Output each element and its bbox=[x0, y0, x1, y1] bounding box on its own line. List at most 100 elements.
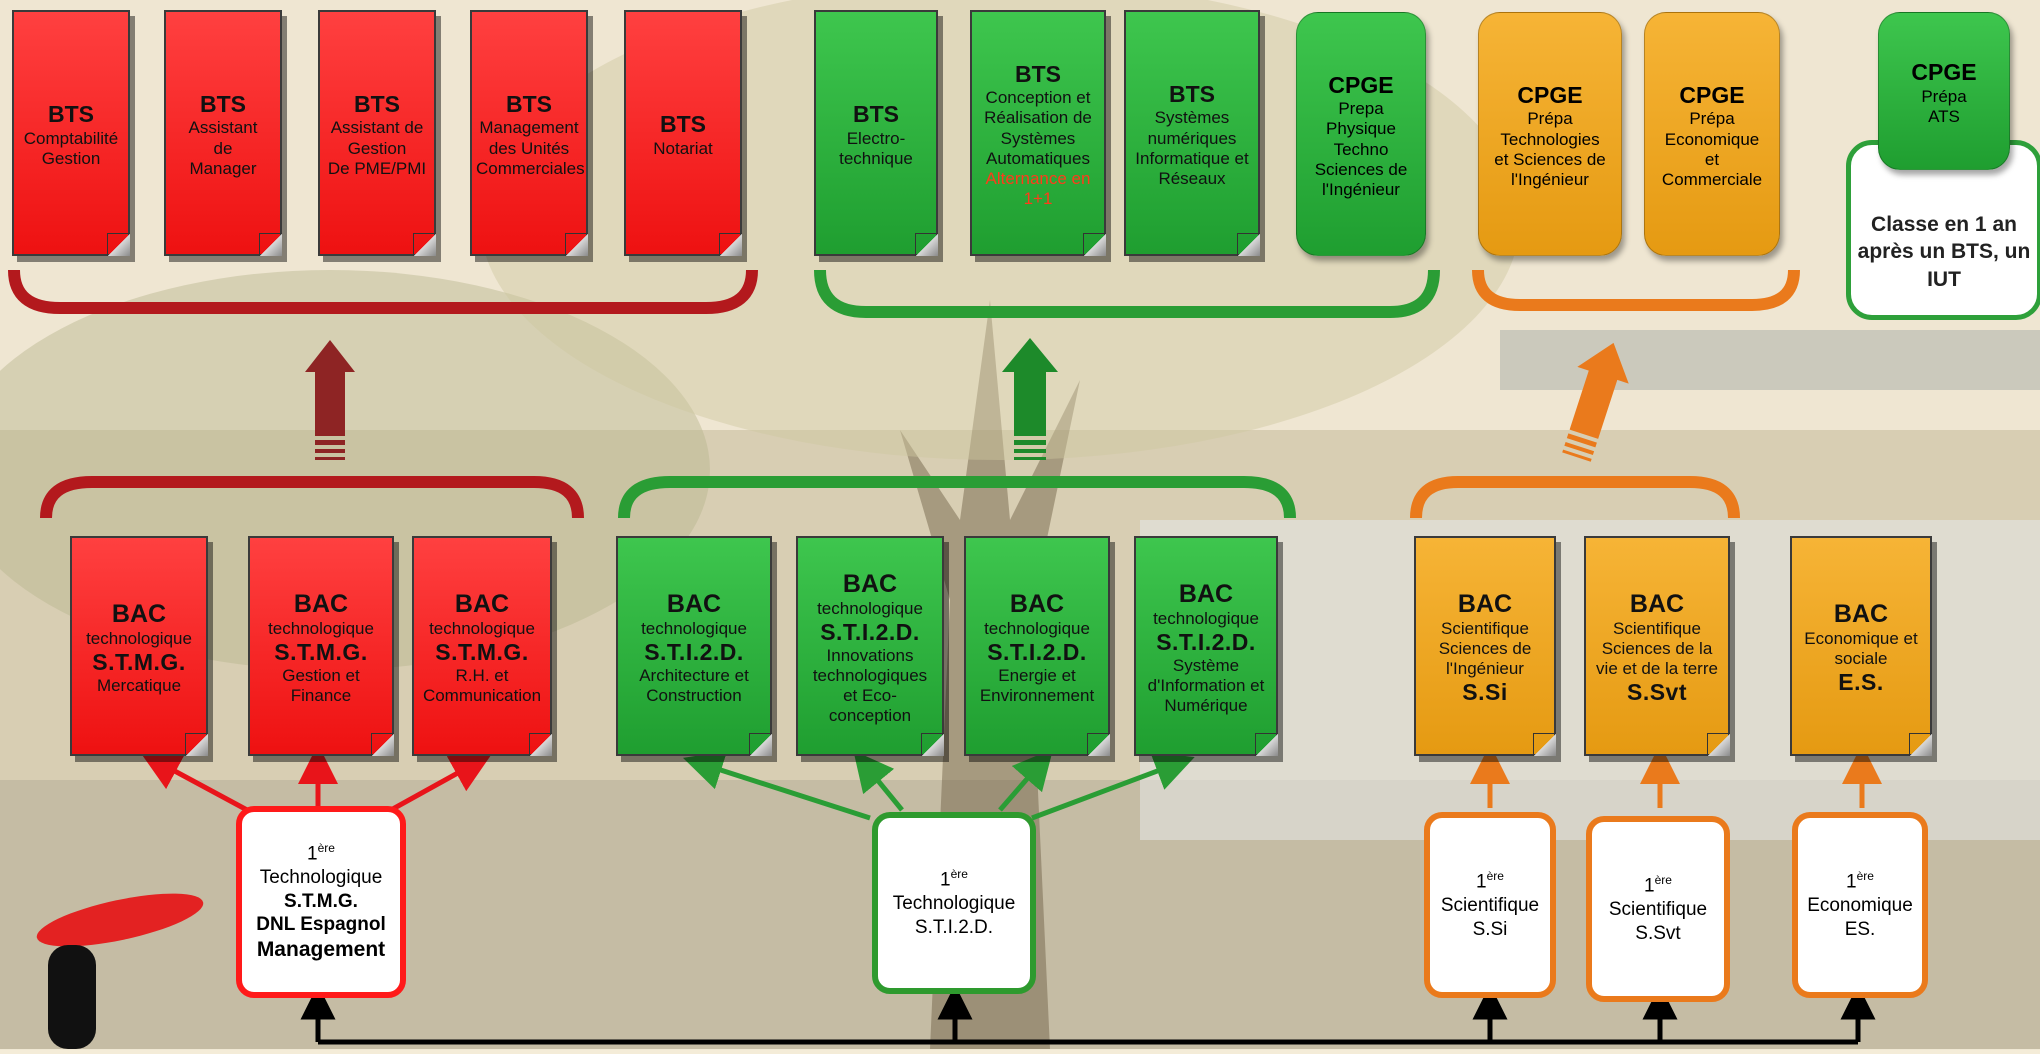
card-type: technologique bbox=[86, 629, 192, 649]
first-year-es-box: 1ère Economique ES. bbox=[1792, 812, 1928, 998]
card-head: BAC bbox=[1178, 579, 1234, 608]
cpge-ats-note-panel: Classe en 1 an après un BTS, un IUT bbox=[1846, 140, 2040, 320]
card-line: Architecture et bbox=[639, 666, 749, 686]
card-head: BTS bbox=[354, 91, 400, 118]
green-bts-bracket bbox=[814, 269, 1440, 318]
card-line: Prépa bbox=[1527, 109, 1573, 129]
card-line: et bbox=[1704, 149, 1720, 169]
red-bts-bracket bbox=[8, 269, 758, 314]
card-head: BAC bbox=[842, 569, 898, 598]
bac-stmg-mercatique-card: BAC technologique S.T.M.G. Mercatique bbox=[70, 536, 208, 756]
card-line: des Unités bbox=[488, 138, 570, 158]
first-year-sti2d-box: 1ère Technologique S.T.I.2.D. bbox=[872, 812, 1036, 994]
card-head: BTS bbox=[1015, 61, 1061, 88]
card-line: vie et de la terre bbox=[1596, 659, 1718, 679]
card-line: Automatiques bbox=[986, 148, 1090, 168]
card-line: Prépa bbox=[1689, 109, 1735, 129]
card-type: technologique bbox=[817, 599, 923, 619]
card-line: Gestion bbox=[41, 148, 101, 168]
card-line: Sciences de bbox=[1438, 639, 1532, 659]
card-line: Environnement bbox=[979, 686, 1095, 706]
first-year-bold: Management bbox=[256, 938, 386, 962]
first-year-bold: DNL Espagnol bbox=[256, 914, 386, 936]
card-line: Système bbox=[1172, 656, 1240, 676]
card-code: S.T.M.G. bbox=[274, 639, 368, 666]
card-line: Mercatique bbox=[96, 676, 182, 696]
first-year-type: Technologique bbox=[892, 892, 1016, 914]
red-up-arrow bbox=[305, 340, 355, 460]
card-head: BAC bbox=[111, 599, 167, 628]
card-head: BAC bbox=[454, 589, 510, 618]
cpge-ptsi-card: CPGE Prepa Physique Techno Sciences de l… bbox=[1296, 12, 1426, 256]
card-head: CPGE bbox=[1679, 82, 1745, 109]
card-line: conception bbox=[828, 706, 912, 726]
card-line: Electro- bbox=[846, 128, 906, 148]
card-line: Assistant bbox=[188, 118, 258, 138]
card-head: BAC bbox=[666, 589, 722, 618]
card-line: Gestion et bbox=[282, 666, 360, 686]
bac-ssvt-card: BAC Scientifique Sciences de la vie et d… bbox=[1584, 536, 1730, 756]
card-line: Prepa bbox=[1338, 99, 1384, 119]
card-line: R.H. et bbox=[455, 666, 509, 686]
arrow-sti2d-itec bbox=[853, 750, 904, 812]
card-line: Systèmes bbox=[1154, 108, 1230, 128]
card-type: technologique bbox=[1153, 609, 1259, 629]
bts-assistant-pme-card: BTS Assistant de Gestion De PME/PMI bbox=[318, 10, 436, 256]
first-year-title: 1ère bbox=[1476, 868, 1504, 893]
card-line: Comptabilité bbox=[23, 128, 119, 148]
card-line: technique bbox=[839, 148, 913, 168]
card-head: BAC bbox=[1009, 589, 1065, 618]
arrow-sti2d-ac bbox=[682, 751, 871, 821]
card-line: Réalisation de bbox=[984, 108, 1092, 128]
card-line: Technologies bbox=[1500, 129, 1600, 149]
card-line: l'Ingénieur bbox=[1322, 179, 1400, 199]
bac-sti2d-itec-card: BAC technologique S.T.I.2.D. Innovations… bbox=[796, 536, 944, 756]
card-line: Commerciales bbox=[476, 158, 585, 178]
bac-es-card: BAC Economique et sociale E.S. bbox=[1790, 536, 1932, 756]
card-head: BTS bbox=[200, 91, 246, 118]
cpge-ecg-card: CPGE Prépa Economique et Commerciale bbox=[1644, 12, 1780, 256]
card-type: technologique bbox=[268, 619, 374, 639]
card-line: Finance bbox=[290, 686, 352, 706]
card-line: Systèmes bbox=[1000, 128, 1076, 148]
card-line: Numérique bbox=[1164, 696, 1248, 716]
card-line: Economique et bbox=[1804, 629, 1918, 649]
arrow-sti2d-sin bbox=[1031, 752, 1195, 821]
bac-ssi-card: BAC Scientifique Sciences de l'Ingénieur… bbox=[1414, 536, 1556, 756]
cpge-ats-card: CPGE Prépa ATS bbox=[1878, 12, 2010, 170]
card-code: S.Svt bbox=[1626, 679, 1688, 706]
card-line: et Eco- bbox=[843, 686, 897, 706]
card-line: Conception et bbox=[985, 88, 1091, 108]
first-year-title: 1ère bbox=[307, 840, 335, 865]
card-line: Sciences de la bbox=[1601, 639, 1713, 659]
card-line: ATS bbox=[1928, 106, 1960, 126]
orange-bac-bracket bbox=[1410, 476, 1740, 519]
card-line: Techno bbox=[1333, 139, 1389, 159]
first-year-ssvt-box: 1ère Scientifique S.Svt bbox=[1586, 816, 1730, 1002]
bac-sti2d-ac-card: BAC technologique S.T.I.2.D. Architectur… bbox=[616, 536, 772, 756]
card-line: Informatique et bbox=[1135, 148, 1249, 168]
arrow-sti2d-ee bbox=[998, 748, 1054, 812]
first-year-type: Economique bbox=[1807, 894, 1913, 916]
first-year-line: S.T.I.2.D. bbox=[914, 916, 994, 938]
card-line: Innovations bbox=[826, 646, 914, 666]
bts-comptabilite-card: BTS Comptabilité Gestion bbox=[12, 10, 130, 256]
card-line: et Sciences de bbox=[1494, 149, 1606, 169]
card-line: Prépa bbox=[1921, 86, 1967, 106]
bac-sti2d-sin-card: BAC technologique S.T.I.2.D. Système d'I… bbox=[1134, 536, 1278, 756]
card-type: technologique bbox=[641, 619, 747, 639]
bac-sti2d-ee-card: BAC technologique S.T.I.2.D. Energie et … bbox=[964, 536, 1110, 756]
card-line: Sciences de bbox=[1314, 159, 1408, 179]
first-year-title: 1ère bbox=[1644, 872, 1672, 897]
card-head: BAC bbox=[1629, 589, 1685, 618]
card-code: E.S. bbox=[1838, 669, 1884, 696]
card-head: BTS bbox=[1169, 81, 1215, 108]
card-line: Communication bbox=[422, 686, 542, 706]
green-bac-bracket bbox=[618, 476, 1296, 519]
cpge-tsi-card: CPGE Prépa Technologies et Sciences de l… bbox=[1478, 12, 1622, 256]
bts-sn-ir-card: BTS Systèmes numériques Informatique et … bbox=[1124, 10, 1260, 256]
green-up-arrow bbox=[1002, 338, 1058, 460]
orange-cpge-bracket bbox=[1472, 269, 1800, 311]
card-line: Manager bbox=[189, 158, 257, 178]
first-year-line: ES. bbox=[1844, 918, 1876, 940]
